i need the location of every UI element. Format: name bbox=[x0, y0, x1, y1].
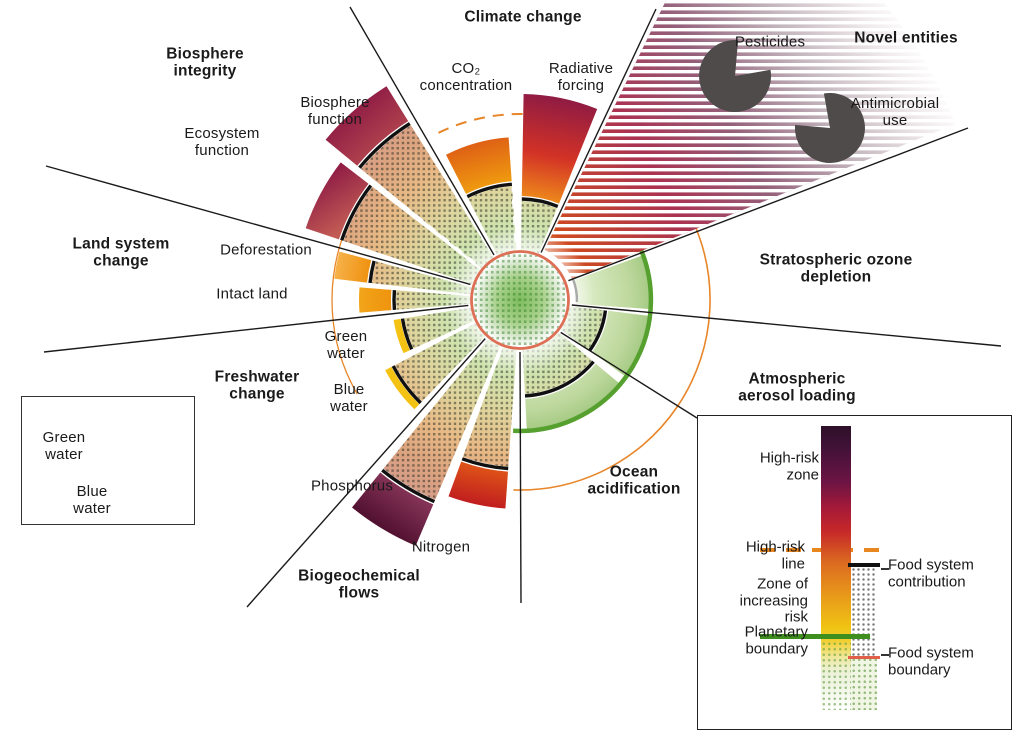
ecosystem-function-band bbox=[305, 162, 369, 240]
sublabel-antimicrobial-use: Antimicrobial use bbox=[850, 95, 940, 129]
subwedge-dashed-dividers bbox=[359, 170, 519, 500]
radiative-forcing-band bbox=[521, 94, 598, 204]
sector-label-biosphere-integrity: Biosphere integrity bbox=[166, 45, 244, 80]
food-system-contribution-line bbox=[848, 563, 880, 567]
legend-label-high-risk-line: High-risk line bbox=[745, 538, 805, 572]
sublabel-phosphorus: Phosphorus bbox=[310, 477, 394, 495]
nitrogen-dotted-zone bbox=[383, 338, 501, 500]
overshoot-bands bbox=[305, 86, 598, 546]
sublabel-intact-land: Intact land bbox=[216, 285, 288, 303]
legend-label-high-risk-zone: High-risk zone bbox=[759, 449, 819, 483]
high-risk-line-sample bbox=[760, 548, 880, 552]
ecosystem-function-dotted-zone bbox=[343, 186, 481, 285]
pesticides-pie-icon bbox=[699, 39, 772, 112]
legend-box: High-risk zone High-risk line Zone of in… bbox=[697, 415, 1012, 730]
novel-entities-wedge bbox=[544, 0, 956, 279]
sector-label-land-system-change: Land system change bbox=[72, 235, 170, 270]
sector-label-aerosol-loading: Atmospheric aerosol loading bbox=[738, 370, 856, 405]
phosphorus-band bbox=[448, 461, 508, 509]
sector-label-novel-entities: Novel entities bbox=[854, 29, 958, 47]
sublabel-pesticides: Pesticides bbox=[734, 33, 806, 51]
freshwater-inset-box bbox=[21, 396, 195, 525]
planetary-boundaries-wheel bbox=[43, 0, 1002, 608]
food-system-boundary-tick bbox=[881, 654, 889, 656]
blue-water-band bbox=[385, 366, 420, 410]
center-safe-space bbox=[470, 250, 570, 350]
legend-label-zone-increasing-risk: Zone of increasing risk bbox=[739, 575, 808, 626]
sector-label-ocean-acidification: Ocean acidification bbox=[587, 463, 681, 498]
legend-label-food-contribution: Food system contribution bbox=[888, 556, 974, 590]
green-water-band bbox=[393, 318, 410, 354]
ocean-safe-zone bbox=[525, 363, 619, 429]
dotted-zones bbox=[343, 125, 604, 500]
inset-label-blue-water: Blue water bbox=[73, 483, 111, 517]
food-system-contribution-arcs bbox=[340, 122, 608, 504]
sublabel-biosphere-function: Biosphere function bbox=[300, 94, 370, 128]
sublabel-green-water: Green water bbox=[324, 328, 368, 362]
sublabel-blue-water: Blue water bbox=[330, 381, 368, 415]
nitrogen-band bbox=[352, 472, 434, 546]
deforestation-dotted-zone bbox=[372, 261, 472, 295]
sector-label-ozone-depletion: Stratospheric ozone depletion bbox=[759, 251, 913, 286]
deforestation-band bbox=[334, 251, 372, 283]
food-system-contribution-tick bbox=[881, 568, 889, 570]
sublabel-ecosystem-function: Ecosystem function bbox=[184, 125, 260, 159]
sector-label-biogeochemical-flows: Biogeochemical flows bbox=[298, 567, 420, 602]
planetary-boundary-line-sample bbox=[760, 634, 870, 639]
food-system-boundary-line bbox=[848, 656, 880, 659]
phosphorus-dotted-zone bbox=[462, 347, 517, 467]
aerosol-safe-zone bbox=[592, 310, 648, 376]
planetary-boundary-ring bbox=[512, 233, 654, 434]
food-system-boundary-ring bbox=[470, 250, 570, 350]
antimicrobial-pie-icon bbox=[794, 92, 865, 163]
biosphere-function-band bbox=[325, 86, 409, 166]
legend-label-food-boundary: Food system boundary bbox=[888, 644, 974, 678]
intact-land-band bbox=[359, 287, 392, 313]
sector-divider-lines bbox=[43, 6, 1002, 608]
sublabel-nitrogen: Nitrogen bbox=[411, 538, 471, 556]
legend-food-contribution-column bbox=[851, 567, 877, 657]
sector-label-climate-change: Climate change bbox=[464, 8, 582, 26]
co2-band bbox=[446, 137, 512, 194]
legend-food-column-green-dots bbox=[851, 657, 877, 710]
legend-bar-green-dots bbox=[821, 641, 851, 710]
sublabel-deforestation: Deforestation bbox=[220, 241, 312, 259]
sector-label-freshwater-change: Freshwater change bbox=[214, 368, 300, 403]
legend-label-planetary-boundary: Planetary boundary bbox=[744, 623, 808, 657]
inset-label-green-water: Green water bbox=[42, 429, 86, 463]
biosphere-function-dotted-zone bbox=[361, 125, 494, 269]
sublabel-co2-concentration: CO₂ concentration bbox=[419, 60, 513, 94]
sublabel-radiative-forcing: Radiative forcing bbox=[548, 60, 614, 94]
